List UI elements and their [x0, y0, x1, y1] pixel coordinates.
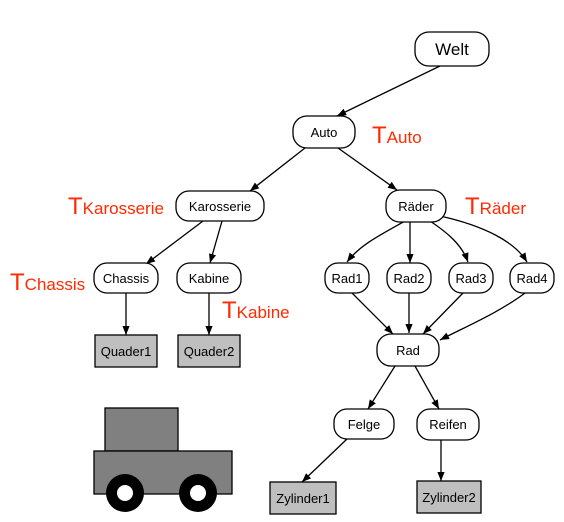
node-reifen: Reifen [416, 408, 480, 441]
transform-label-raeder: TRäder [465, 193, 526, 220]
car-illustration [93, 407, 233, 512]
edge-karosserie-kabine [209, 220, 223, 264]
edge-rad-felge [367, 365, 396, 410]
node-rad1: Rad1 [324, 262, 370, 294]
car-cabin [104, 407, 179, 452]
node-raeder: Räder [385, 189, 447, 223]
edge-raeder-rad4 [439, 215, 528, 263]
car-wheel-rear [179, 474, 217, 512]
node-karosserie-label: Karosserie [189, 199, 251, 214]
transform-label-auto: TAuto [372, 122, 422, 149]
leaf-zylinder2: Zylinder2 [416, 480, 482, 514]
node-raeder-label: Räder [398, 199, 434, 214]
leaf-quader1-label: Quader1 [101, 344, 152, 359]
node-welt-label: Welt [435, 40, 469, 59]
leaf-zylinder1-label: Zylinder1 [276, 491, 329, 506]
leaf-quader2-label: Quader2 [184, 344, 235, 359]
edge-felge-zylinder1 [301, 438, 348, 483]
car-wheel-front [106, 474, 144, 512]
node-rad1-label: Rad1 [331, 271, 362, 286]
node-reifen-label: Reifen [429, 417, 467, 432]
node-rad: Rad [376, 333, 440, 367]
leaf-quader2: Quader2 [177, 334, 241, 368]
leaf-zylinder1: Zylinder1 [269, 481, 337, 515]
node-welt: Welt [414, 31, 490, 67]
node-karosserie: Karosserie [175, 190, 265, 222]
edge-auto-karosserie [249, 147, 306, 192]
node-rad2: Rad2 [386, 262, 432, 294]
node-rad3: Rad3 [448, 262, 494, 294]
edge-rad1-rad [351, 292, 394, 335]
edge-welt-auto [336, 65, 441, 117]
leaf-zylinder2-label: Zylinder2 [422, 490, 475, 505]
edge-rad-reifen [414, 365, 440, 410]
node-felge-label: Felge [348, 417, 381, 432]
transform-label-kabine: TKabine [222, 297, 290, 324]
node-rad3-label: Rad3 [455, 271, 486, 286]
edge-karosserie-chassis [145, 220, 204, 265]
edge-rad3-rad [422, 292, 464, 335]
node-chassis-label: Chassis [103, 271, 150, 286]
edge-auto-raeder [337, 147, 398, 191]
node-rad4-label: Rad4 [516, 271, 547, 286]
leaf-quader1: Quader1 [94, 334, 158, 368]
node-kabine-label: Kabine [189, 271, 229, 286]
node-auto: Auto [292, 115, 356, 149]
edge-rad4-rad [439, 292, 526, 341]
node-rad4: Rad4 [509, 262, 555, 294]
transform-label-karosserie: TKarosserie [68, 193, 164, 220]
node-rad2-label: Rad2 [393, 271, 424, 286]
node-auto-label: Auto [311, 125, 338, 140]
node-kabine: Kabine [176, 262, 242, 294]
edge-raeder-rad1 [346, 220, 406, 263]
transform-label-chassis: TChassis [10, 269, 85, 296]
node-rad-label: Rad [396, 343, 420, 358]
edge-raeder-rad3 [429, 220, 469, 263]
node-chassis: Chassis [93, 262, 159, 294]
edges [122, 65, 528, 483]
node-felge: Felge [333, 408, 395, 440]
